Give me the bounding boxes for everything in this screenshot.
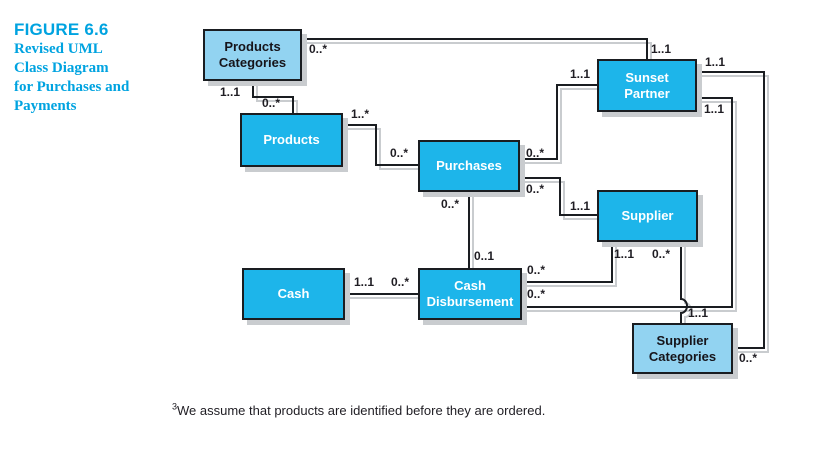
- class-products: Products: [240, 113, 343, 167]
- multiplicity-label: 0..1: [474, 249, 495, 263]
- multiplicity-label: 0..*: [391, 275, 410, 289]
- association-sunset-partner-supplier-categories: [697, 71, 765, 349]
- association-purchases-supplier: [520, 177, 597, 216]
- class-supplier-categories: Supplier Categories: [632, 323, 733, 374]
- figure-title: Revised UML Class Diagram for Purchases …: [14, 40, 184, 116]
- figure-title-line: Revised UML: [14, 41, 103, 57]
- class-cash-disbursement: Cash Disbursement: [418, 268, 522, 320]
- association-cash-disbursement-supplier: [522, 242, 613, 283]
- class-name: Purchases: [436, 158, 502, 173]
- multiplicity-label: 0..*: [652, 247, 671, 261]
- figure-title-line: Payments: [14, 98, 77, 114]
- multiplicity-label: 1..1: [705, 55, 726, 69]
- multiplicity-label: 0..*: [526, 146, 545, 160]
- footnote: 3We assume that products are identified …: [172, 402, 545, 419]
- footnote-superscript: 3: [172, 401, 178, 412]
- association-products-categories-products: [252, 81, 294, 113]
- class-name: Products: [224, 39, 281, 54]
- class-name: Partner: [624, 85, 670, 101]
- association-purchases-sunset-partner: [520, 84, 597, 160]
- multiplicity-label: 0..*: [739, 351, 758, 365]
- figure-label: FIGURE 6.6: [14, 20, 109, 39]
- class-name: Disbursement: [426, 294, 514, 309]
- class-name: Cash: [277, 286, 310, 301]
- class-name: Sunset: [625, 69, 669, 85]
- multiplicity-label: 1..1: [220, 85, 241, 99]
- multiplicity-label: 0..*: [527, 263, 546, 277]
- class-name: Supplier: [621, 208, 674, 223]
- association-supplier-supplier-categories: [680, 242, 688, 323]
- class-name: Categories: [648, 348, 717, 364]
- multiplicity-label: 1..1: [570, 199, 591, 213]
- multiplicity-label: 1..1: [688, 306, 709, 320]
- multiplicity-label: 0..*: [527, 287, 546, 301]
- class-products-categories: Products Categories: [203, 29, 302, 81]
- footnote-text: We assume that products are identified b…: [177, 403, 546, 418]
- class-purchases: Purchases: [418, 140, 520, 192]
- multiplicity-label: 1..1: [704, 102, 725, 116]
- association-products-categories-sunset-partner: [302, 38, 648, 59]
- multiplicity-label: 1..1: [614, 247, 635, 261]
- multiplicity-label: 1..1: [570, 67, 591, 81]
- class-name: Cash: [454, 278, 486, 293]
- multiplicity-label: 1..1: [651, 42, 672, 56]
- class-name: Supplier: [656, 332, 709, 348]
- multiplicity-label: 1..1: [354, 275, 375, 289]
- figure-header: FIGURE 6.6 Revised UML Class Diagram for…: [14, 20, 184, 116]
- class-supplier: Supplier: [597, 190, 698, 242]
- class-name: Products: [263, 132, 320, 147]
- multiplicity-label: 0..*: [309, 42, 328, 56]
- multiplicity-label: 0..*: [441, 197, 460, 211]
- class-name: Categories: [218, 55, 287, 70]
- association-cash-disbursement-sunset-partner: [522, 97, 733, 308]
- association-products-purchases: [343, 124, 418, 166]
- figure-title-line: for Purchases and: [14, 79, 130, 95]
- class-sunset-partner: Sunset Partner: [597, 59, 697, 112]
- multiplicity-label: 1..*: [351, 107, 370, 121]
- figure-title-line: Class Diagram: [14, 60, 109, 76]
- class-cash: Cash: [242, 268, 345, 320]
- multiplicity-label: 0..*: [526, 182, 545, 196]
- multiplicity-label: 0..*: [262, 96, 281, 110]
- multiplicity-label: 0..*: [390, 146, 409, 160]
